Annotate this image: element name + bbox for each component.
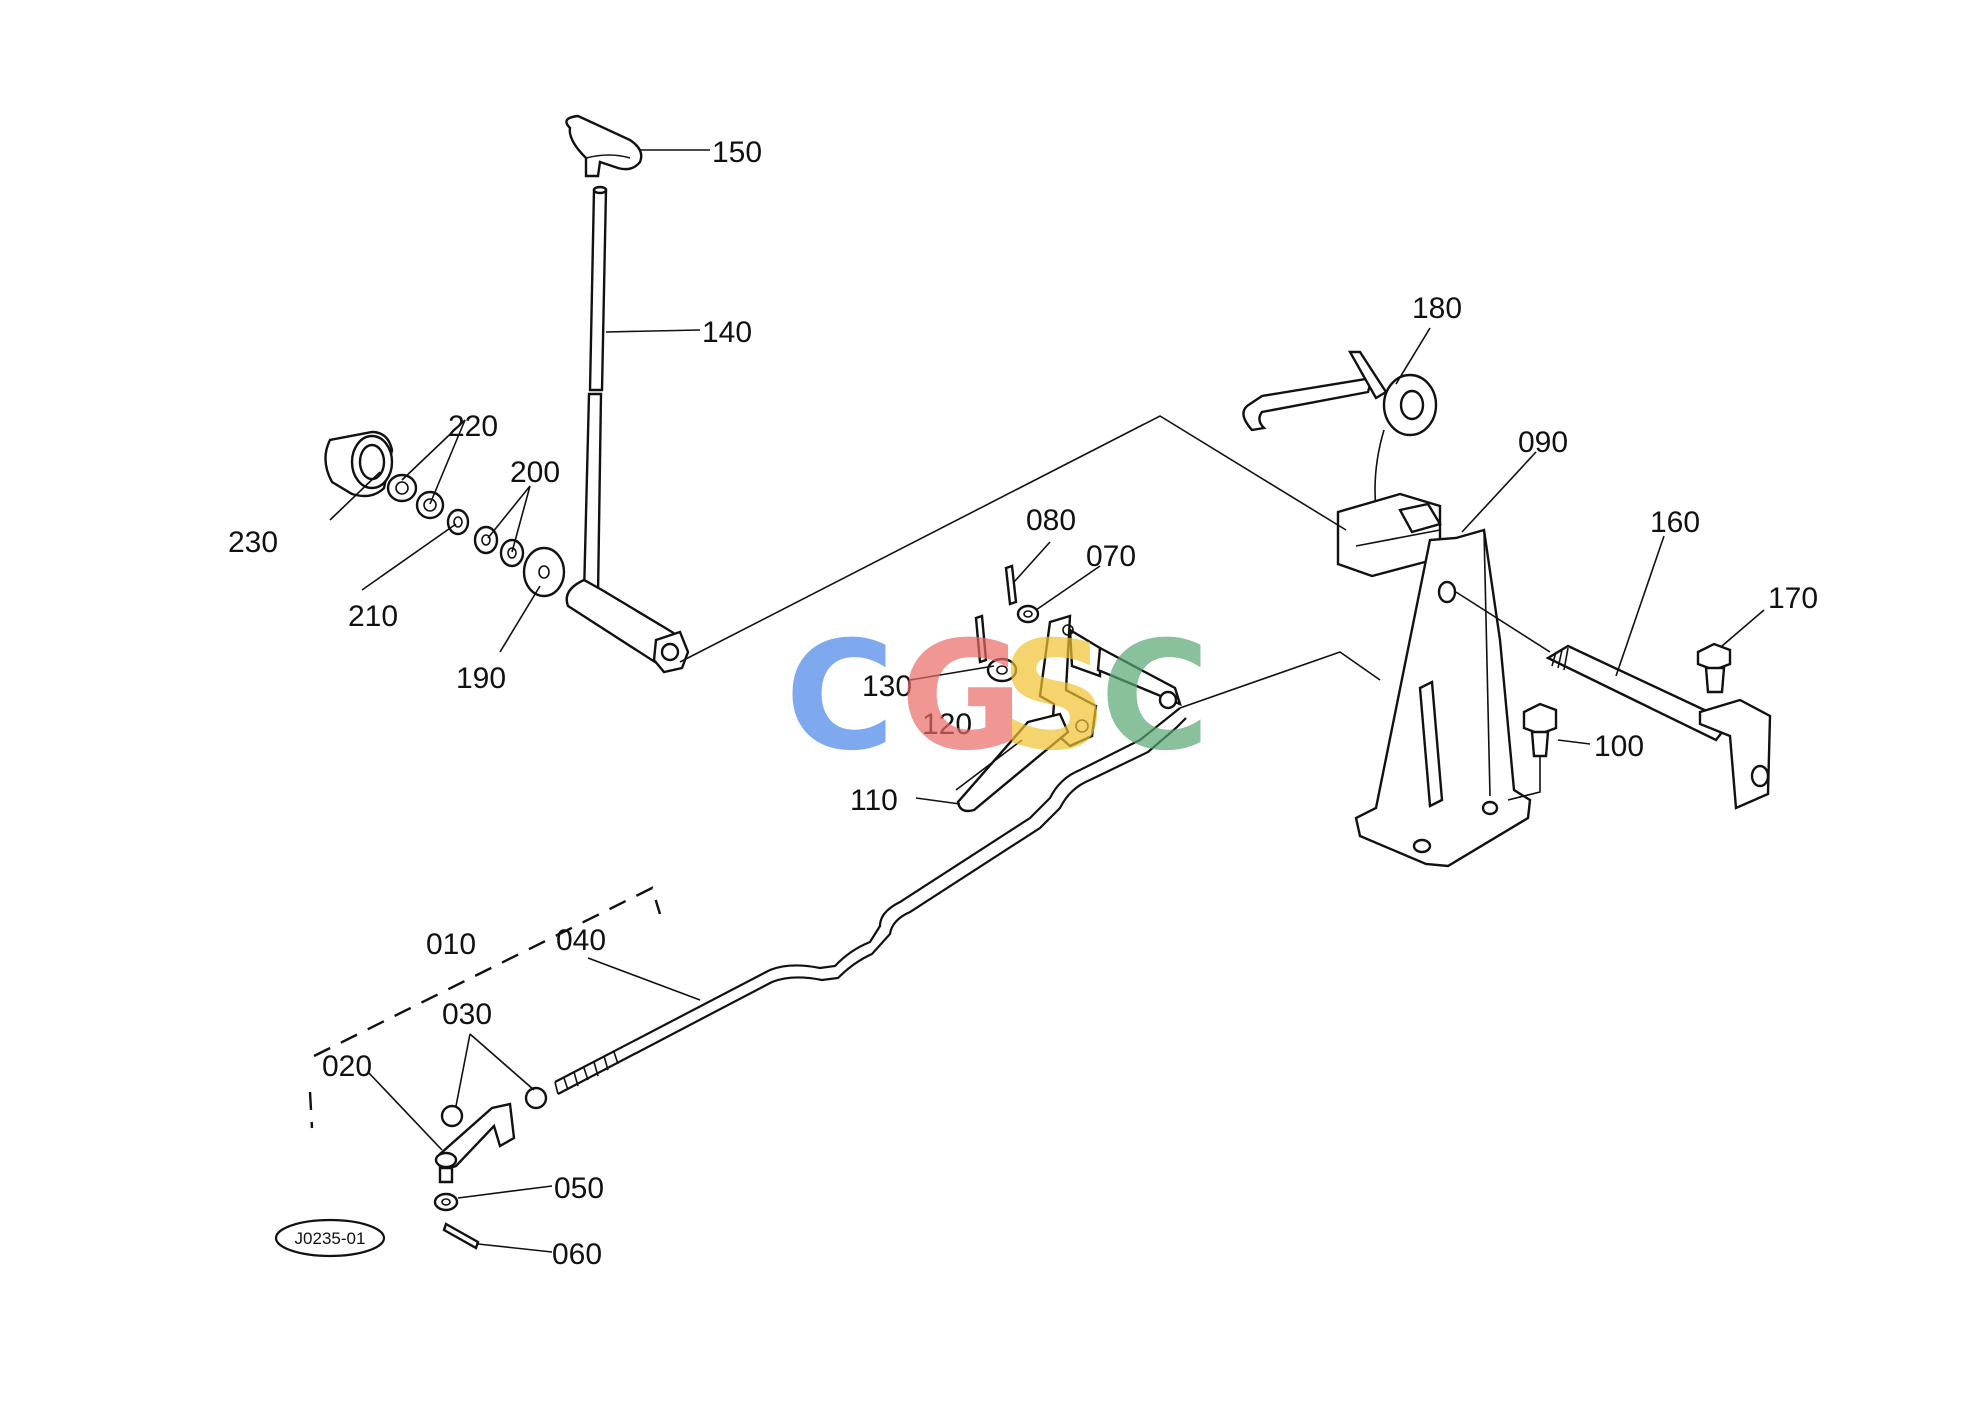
shaft-160 bbox=[1545, 644, 1772, 810]
label-190: 190 bbox=[456, 662, 506, 695]
pin-080 bbox=[1004, 564, 1018, 606]
label-200: 200 bbox=[510, 456, 560, 489]
cap-230 bbox=[324, 430, 394, 498]
label-020: 020 bbox=[322, 1050, 372, 1083]
watermark-letter-4: C bbox=[1100, 610, 1210, 784]
watermark-letter-2: G bbox=[900, 610, 1023, 784]
label-030: 030 bbox=[442, 998, 492, 1031]
label-120: 120 bbox=[922, 708, 972, 741]
lever-arm bbox=[565, 578, 690, 674]
bolt-100 bbox=[1522, 702, 1558, 758]
nut-030b bbox=[524, 1086, 548, 1110]
guide-line-lower bbox=[1179, 651, 1381, 709]
disc-190 bbox=[522, 546, 566, 598]
label-170: 170 bbox=[1768, 582, 1818, 615]
lever-110 bbox=[956, 614, 1182, 813]
label-010: 010 bbox=[426, 928, 476, 961]
reference-code-badge: J0235-01 bbox=[274, 1218, 386, 1258]
pin-130 bbox=[974, 614, 988, 664]
label-230: 230 bbox=[228, 526, 278, 559]
washer-210 bbox=[446, 508, 470, 536]
label-150: 150 bbox=[712, 136, 762, 169]
reference-code: J0235-01 bbox=[295, 1229, 366, 1248]
guide-line-bracket bbox=[1455, 591, 1551, 653]
bracket-020 bbox=[434, 1102, 516, 1184]
nut-220a bbox=[386, 473, 418, 503]
washer-120 bbox=[986, 657, 1018, 683]
label-160: 160 bbox=[1650, 506, 1700, 539]
label-070: 070 bbox=[1086, 540, 1136, 573]
nut-220b bbox=[415, 490, 445, 520]
watermark-letter-1: C bbox=[785, 610, 895, 784]
guide-line-bolt bbox=[1507, 756, 1541, 801]
label-180: 180 bbox=[1412, 292, 1462, 325]
guide-line-upper bbox=[679, 415, 1347, 663]
assembly-010-bracket bbox=[308, 886, 662, 1129]
label-220: 220 bbox=[448, 410, 498, 443]
label-110: 110 bbox=[850, 784, 898, 817]
washer-050 bbox=[433, 1192, 459, 1212]
nut-030a bbox=[440, 1104, 464, 1128]
label-080: 080 bbox=[1026, 504, 1076, 537]
pin-060 bbox=[442, 1222, 480, 1250]
crank-180 bbox=[1242, 350, 1438, 511]
bolt-170 bbox=[1696, 642, 1732, 694]
washer-200b bbox=[499, 538, 525, 568]
label-040: 040 bbox=[556, 924, 606, 957]
label-140: 140 bbox=[702, 316, 752, 349]
bracket-090 bbox=[1336, 492, 1532, 868]
rod-040 bbox=[554, 707, 1187, 1095]
watermark: C G S C bbox=[785, 610, 1210, 784]
knob-150 bbox=[565, 114, 643, 178]
leader-lines bbox=[329, 149, 1765, 1253]
label-090: 090 bbox=[1518, 426, 1568, 459]
watermark-letter-3: S bbox=[1000, 610, 1108, 784]
label-130: 130 bbox=[862, 670, 912, 703]
label-050: 050 bbox=[554, 1172, 604, 1205]
label-100: 100 bbox=[1594, 730, 1644, 763]
label-060: 060 bbox=[552, 1238, 602, 1271]
rod-140 bbox=[582, 185, 608, 597]
label-210: 210 bbox=[348, 600, 398, 633]
washer-070 bbox=[1016, 604, 1040, 624]
